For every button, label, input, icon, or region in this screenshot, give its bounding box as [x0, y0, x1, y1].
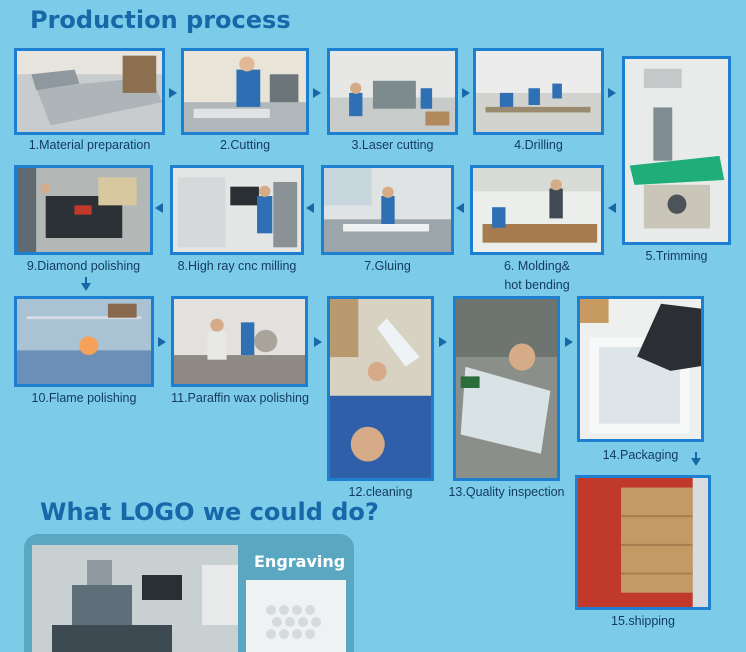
- photo-molding-hot-bending: [470, 165, 604, 255]
- arrow-left-icon: [608, 203, 616, 213]
- arrow-right-icon: [158, 337, 166, 347]
- photo-laser-cutting: [327, 48, 458, 135]
- caption-step-15: 15.shipping: [611, 614, 675, 628]
- caption-step-14: 14.Packaging: [602, 448, 679, 462]
- caption-step-9: 9.Diamond polishing: [26, 259, 141, 273]
- caption-step-6-line-2: hot bending: [504, 278, 570, 292]
- caption-step-8: 8.High ray cnc milling: [177, 259, 297, 273]
- photo-paraffin-wax-polishing: [171, 296, 308, 387]
- photo-drilling: [473, 48, 604, 135]
- arrow-down-icon: [691, 458, 701, 466]
- caption-step-11: 11.Paraffin wax polishing: [171, 391, 309, 405]
- photo-packaging: [577, 296, 704, 442]
- caption-step-2: 2.Cutting: [219, 138, 271, 152]
- caption-step-12: 12.cleaning: [348, 485, 413, 499]
- arrow-down-icon: [81, 283, 91, 291]
- page-title: Production process: [30, 6, 291, 34]
- arrow-right-icon: [314, 337, 322, 347]
- caption-step-4: 4.Drilling: [514, 138, 563, 152]
- caption-step-1: 1.Material preparation: [28, 138, 151, 152]
- photo-shipping: [575, 475, 711, 610]
- arrow-stem: [85, 277, 87, 283]
- caption-step-13: 13.Quality inspection: [448, 485, 565, 499]
- photo-flame-polishing: [14, 296, 154, 387]
- arrow-right-icon: [608, 88, 616, 98]
- arrow-right-icon: [169, 88, 177, 98]
- caption-step-6: 6. Molding&: [503, 259, 570, 273]
- arrow-stem: [695, 452, 697, 458]
- arrow-left-icon: [456, 203, 464, 213]
- arrow-left-icon: [306, 203, 314, 213]
- photo-gluing: [321, 165, 454, 255]
- arrow-right-icon: [462, 88, 470, 98]
- caption-step-7: 7.Gluing: [364, 259, 411, 273]
- photo-trimming: [622, 56, 731, 245]
- photo-engraving-sample: [246, 580, 346, 652]
- arrow-right-icon: [313, 88, 321, 98]
- caption-step-5: 5.Trimming: [645, 249, 708, 263]
- arrow-left-icon: [155, 203, 163, 213]
- arrow-right-icon: [565, 337, 573, 347]
- arrow-right-icon: [439, 337, 447, 347]
- photo-engraving-machine: [32, 545, 238, 652]
- photo-cleaning: [327, 296, 434, 481]
- logo-section-title: What LOGO we could do?: [40, 498, 379, 526]
- photo-cutting: [181, 48, 309, 135]
- caption-step-3: 3.Laser cutting: [351, 138, 434, 152]
- engraving-label: Engraving: [254, 552, 346, 571]
- photo-cnc-milling: [170, 165, 304, 255]
- photo-quality-inspection: [453, 296, 560, 481]
- photo-material-preparation: [14, 48, 165, 135]
- photo-diamond-polishing: [14, 165, 153, 255]
- caption-step-10: 10.Flame polishing: [31, 391, 137, 405]
